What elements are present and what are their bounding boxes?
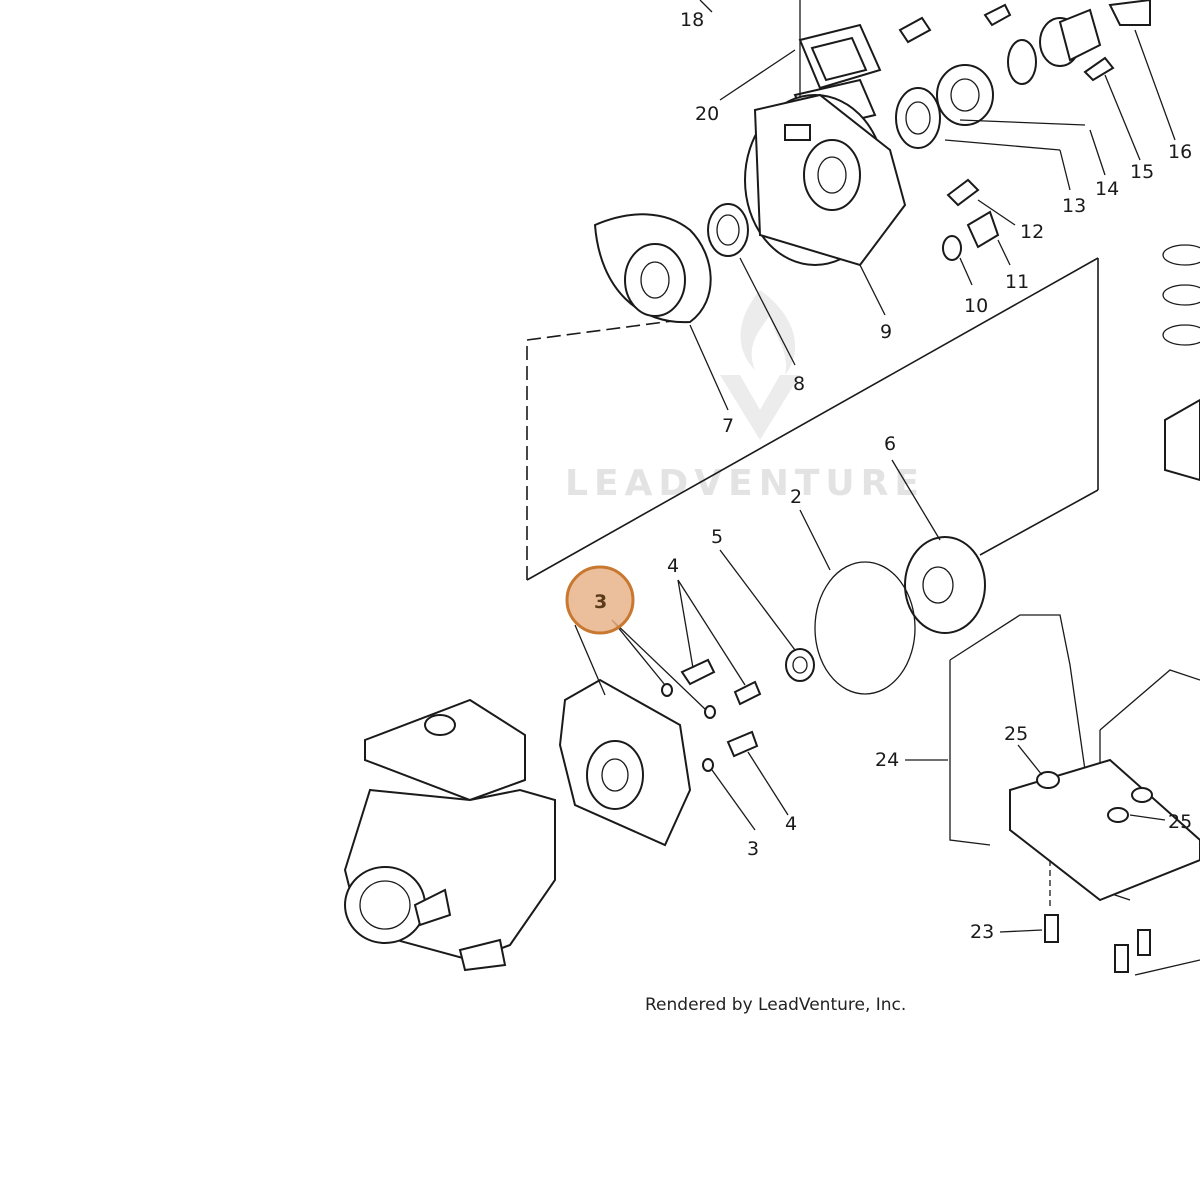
watermark: LEADVENTURE bbox=[565, 290, 925, 504]
part-23-25-hardware bbox=[1036, 771, 1153, 973]
callout-2: 2 bbox=[790, 486, 802, 508]
part-8-seal bbox=[707, 203, 749, 257]
part-bolts-upper bbox=[898, 3, 1115, 207]
callout-11: 11 bbox=[1005, 271, 1029, 293]
watermark-v-icon bbox=[720, 375, 800, 440]
assembly-bracket bbox=[526, 257, 1099, 581]
hotspot-circle[interactable] bbox=[565, 565, 635, 635]
callout-10: 10 bbox=[964, 295, 988, 317]
part-5-sleeve bbox=[785, 648, 815, 682]
part-hose-clamps bbox=[1162, 244, 1200, 482]
part-9-pump-housing bbox=[744, 93, 907, 267]
callout-3-bottom: 3 bbox=[747, 838, 759, 860]
callout-20: 20 bbox=[695, 103, 719, 125]
part-24-frame bbox=[949, 614, 1200, 902]
callout-5: 5 bbox=[711, 526, 723, 548]
callout-12: 12 bbox=[1020, 221, 1044, 243]
callout-13: 13 bbox=[1062, 195, 1086, 217]
callout-4-top: 4 bbox=[667, 555, 679, 577]
footer-credit: Rendered by LeadVenture, Inc. bbox=[645, 995, 906, 1015]
callout-23: 23 bbox=[970, 921, 994, 943]
leader-lines bbox=[574, 0, 1200, 976]
callout-7: 7 bbox=[722, 415, 734, 437]
hotspot-part-3[interactable]: 3 bbox=[565, 565, 635, 635]
callout-9: 9 bbox=[880, 321, 892, 343]
part-2-oring bbox=[814, 561, 916, 695]
part-10-11-plug bbox=[942, 210, 1000, 261]
watermark-text: LEADVENTURE bbox=[565, 463, 925, 504]
callout-25-right: 25 bbox=[1168, 811, 1192, 833]
callout-24: 24 bbox=[875, 749, 899, 771]
callout-4-bottom: 4 bbox=[785, 813, 797, 835]
part-13-16-outlet bbox=[895, 0, 1151, 149]
engine-assembly bbox=[343, 698, 556, 972]
part-3-4-bolts-washers bbox=[661, 658, 762, 772]
hotspot-label[interactable]: 3 bbox=[594, 591, 607, 613]
part-7-volute bbox=[593, 213, 712, 324]
part-6-impeller bbox=[904, 536, 986, 634]
callout-6: 6 bbox=[884, 433, 896, 455]
watermark-flame-icon bbox=[740, 290, 796, 375]
callout-16: 16 bbox=[1168, 141, 1192, 163]
callout-labels: 18 20 16 15 14 13 12 11 10 9 8 7 6 2 5 4… bbox=[667, 9, 1192, 943]
callout-8: 8 bbox=[793, 373, 805, 395]
callout-15: 15 bbox=[1130, 161, 1154, 183]
callout-18: 18 bbox=[680, 9, 704, 31]
callout-14: 14 bbox=[1095, 178, 1119, 200]
callout-25-left: 25 bbox=[1004, 723, 1028, 745]
part-1-pump-cover bbox=[558, 678, 692, 847]
